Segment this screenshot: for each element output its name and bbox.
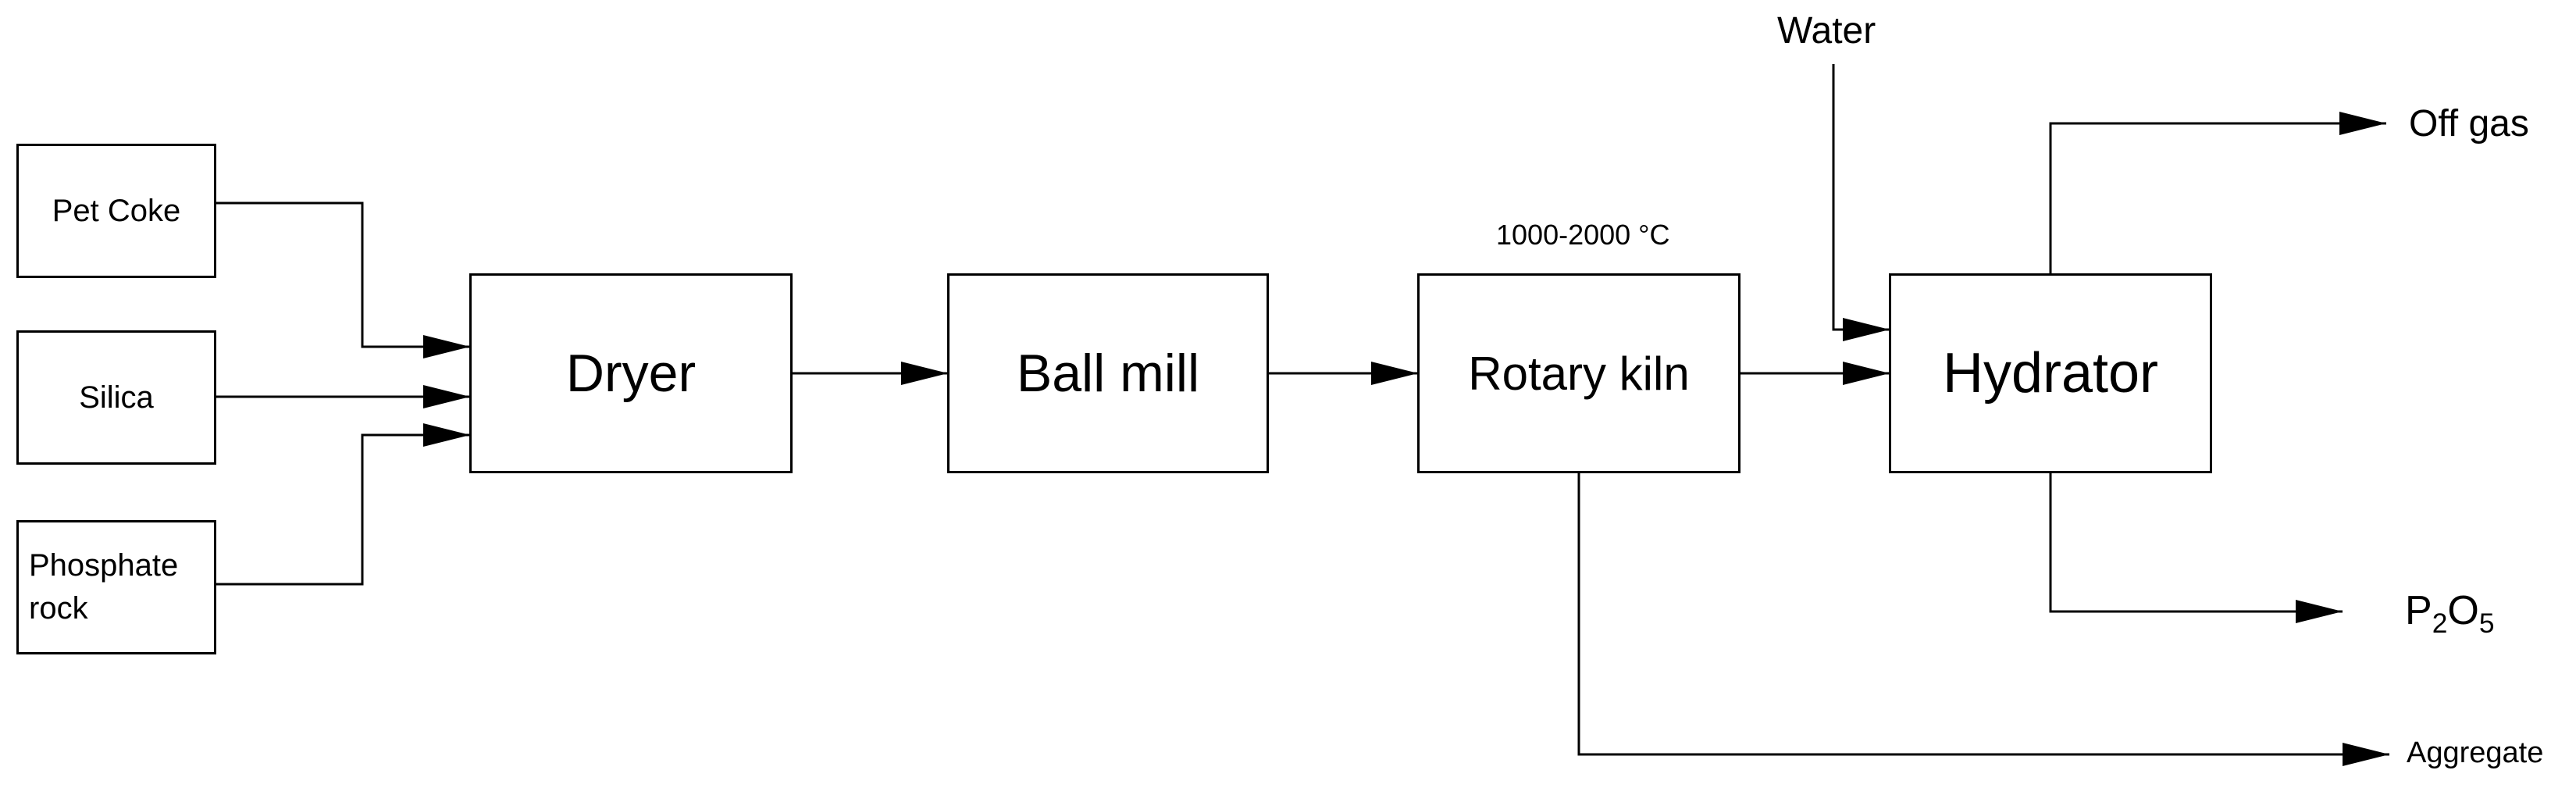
phosphate-rock-box: Phosphate rock xyxy=(16,520,216,654)
hydrator-label: Hydrator xyxy=(1942,342,2159,405)
pet-coke-label: Pet Coke xyxy=(52,193,181,228)
kiln-temperature-label: 1000-2000 °C xyxy=(1496,219,1670,251)
aggregate-label: Aggregate xyxy=(2407,736,2544,769)
rotary-kiln-box: Rotary kiln xyxy=(1417,273,1740,473)
rotary-kiln-label: Rotary kiln xyxy=(1468,347,1690,400)
ball-mill-label: Ball mill xyxy=(1016,344,1200,403)
petcoke-to-dryer-arrow xyxy=(216,201,470,358)
water-to-hydrator-arrow xyxy=(1832,64,1890,341)
dryer-box: Dryer xyxy=(469,273,793,473)
phosphate-rock-label: Phosphate rock xyxy=(29,548,179,626)
p2o5-p: P xyxy=(2405,588,2432,633)
kiln-to-aggregate-arrow xyxy=(1577,472,2389,766)
silica-label: Silica xyxy=(79,380,154,415)
water-label: Water xyxy=(1777,10,1876,52)
p2o5-o: O xyxy=(2447,588,2479,633)
ball-mill-box: Ball mill xyxy=(947,273,1269,473)
hydrator-box: Hydrator xyxy=(1889,273,2212,473)
phosphate-to-dryer-arrow xyxy=(216,423,470,586)
hydrator-to-p2o5-arrow xyxy=(2049,472,2343,623)
p2o5-sub-2: 2 xyxy=(2432,608,2448,640)
hydrator-to-offgas-arrow xyxy=(2049,112,2386,274)
off-gas-label: Off gas xyxy=(2409,103,2529,144)
silica-box: Silica xyxy=(16,330,216,465)
pet-coke-box: Pet Coke xyxy=(16,144,216,278)
p2o5-sub-5: 5 xyxy=(2478,608,2495,640)
p2o5-label: P2O5 xyxy=(2405,587,2494,639)
dryer-label: Dryer xyxy=(565,344,697,403)
